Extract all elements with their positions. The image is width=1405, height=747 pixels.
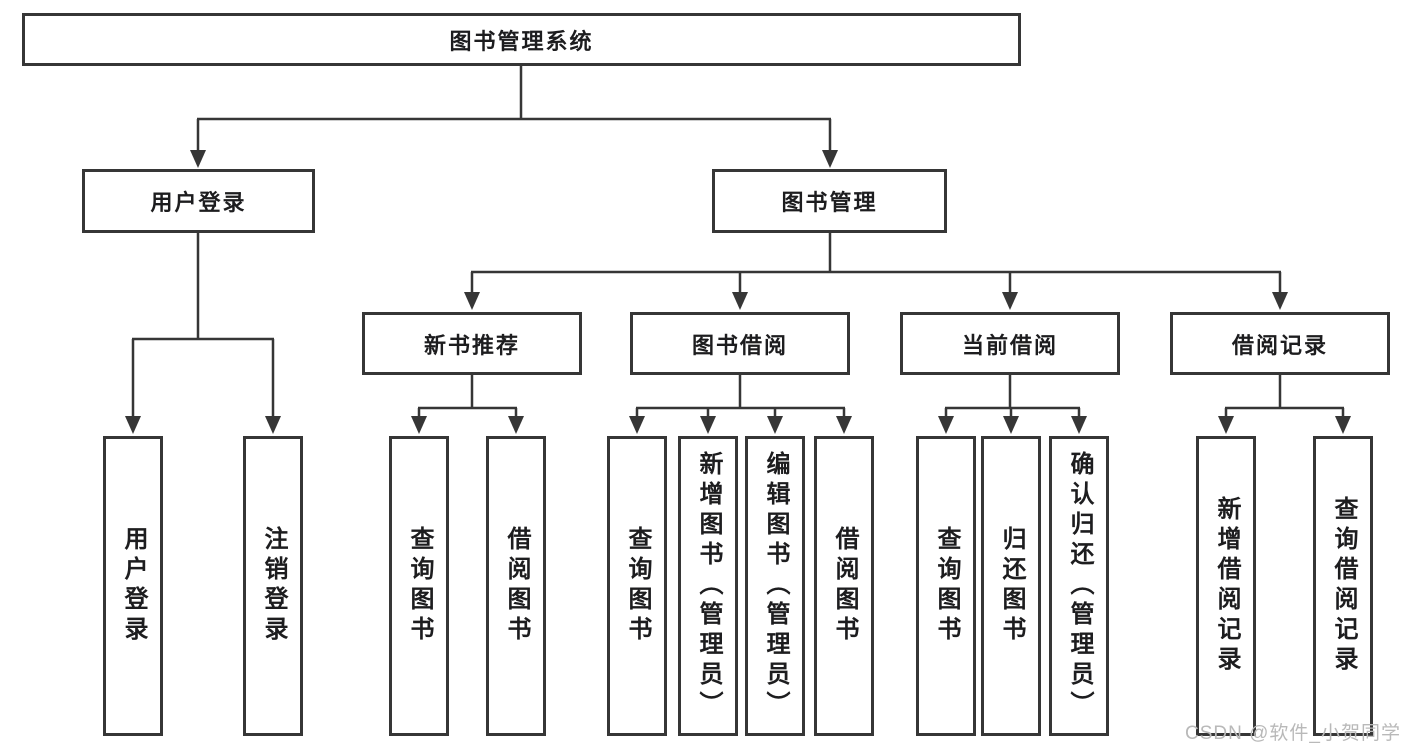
tree-branch-lines <box>131 66 1345 418</box>
node-library-system: 图书管理系统 <box>22 13 1021 66</box>
node-current-borrow-label: 当前借阅 <box>961 332 1058 358</box>
leaf-confirm-return-admin-label: 确认归还（管理员） <box>1066 451 1093 721</box>
leaf-borrow-books-borrow-label: 借阅图书 <box>831 526 858 646</box>
leaf-add-book-admin-label: 新增图书（管理员） <box>695 451 722 721</box>
leaf-query-books-borrow-label: 查询图书 <box>624 526 651 646</box>
leaf-add-book-admin: 新增图书（管理员） <box>678 436 738 736</box>
leaf-edit-book-admin: 编辑图书（管理员） <box>745 436 805 736</box>
node-borrow-records: 借阅记录 <box>1170 312 1390 375</box>
leaf-borrow-books-recommend-label: 借阅图书 <box>503 526 530 646</box>
node-current-borrow: 当前借阅 <box>900 312 1120 375</box>
leaf-logout: 注销登录 <box>243 436 303 736</box>
arrowheads <box>125 150 1351 434</box>
node-book-borrow-label: 图书借阅 <box>691 332 788 358</box>
leaf-query-books-current-label: 查询图书 <box>933 526 960 646</box>
leaf-query-books-recommend-label: 查询图书 <box>406 526 433 646</box>
node-user-login: 用户登录 <box>82 169 315 233</box>
node-user-login-label: 用户登录 <box>150 190 247 215</box>
leaf-confirm-return-admin: 确认归还（管理员） <box>1049 436 1109 736</box>
leaf-query-borrow-record: 查询借阅记录 <box>1313 436 1373 736</box>
node-new-book-recommend: 新书推荐 <box>362 312 582 375</box>
leaf-query-books-borrow: 查询图书 <box>607 436 667 736</box>
leaf-edit-book-admin-label: 编辑图书（管理员） <box>762 451 789 721</box>
leaf-borrow-books-recommend: 借阅图书 <box>486 436 546 736</box>
leaf-user-login-label: 用户登录 <box>120 526 147 646</box>
leaf-query-books-recommend: 查询图书 <box>389 436 449 736</box>
leaf-query-books-current: 查询图书 <box>916 436 976 736</box>
node-book-management: 图书管理 <box>712 169 947 233</box>
leaf-return-books-label: 归还图书 <box>998 526 1025 646</box>
csdn-watermark: CSDN @软件_小贺同学 <box>1185 723 1401 744</box>
leaf-add-borrow-record: 新增借阅记录 <box>1196 436 1256 736</box>
leaf-query-borrow-record-label: 查询借阅记录 <box>1330 496 1357 676</box>
node-library-system-label: 图书管理系统 <box>449 28 594 54</box>
leaf-logout-label: 注销登录 <box>260 526 287 646</box>
node-new-book-recommend-label: 新书推荐 <box>423 332 520 358</box>
node-borrow-records-label: 借阅记录 <box>1231 332 1328 358</box>
node-book-management-label: 图书管理 <box>781 190 878 215</box>
leaf-return-books: 归还图书 <box>981 436 1041 736</box>
node-book-borrow: 图书借阅 <box>630 312 850 375</box>
leaf-borrow-books-borrow: 借阅图书 <box>814 436 874 736</box>
leaf-user-login: 用户登录 <box>103 436 163 736</box>
leaf-add-borrow-record-label: 新增借阅记录 <box>1213 496 1240 676</box>
